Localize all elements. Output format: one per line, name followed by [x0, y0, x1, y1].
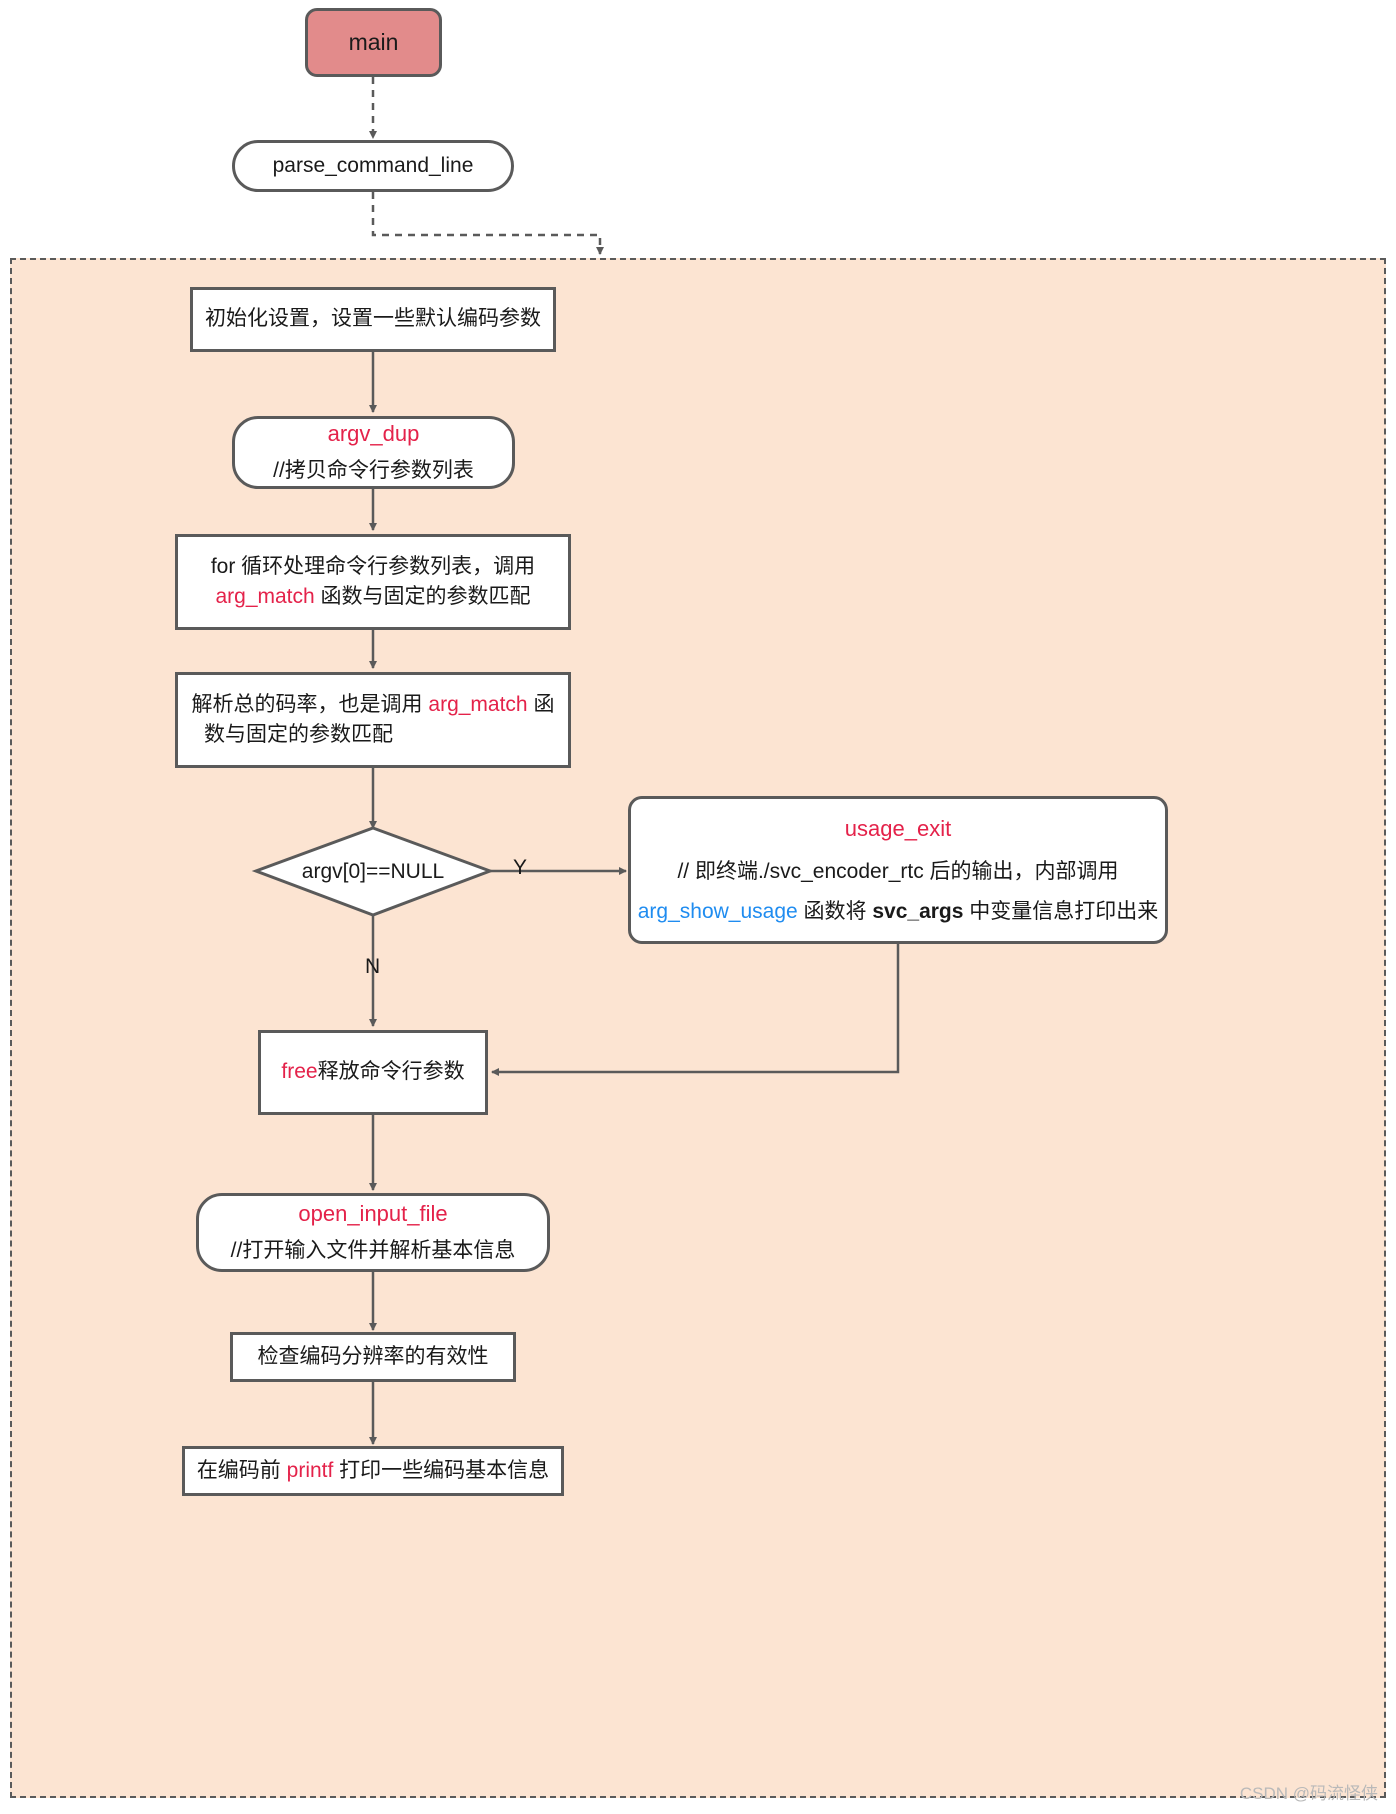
node-printf-info-post: 打印一些编码基本信息: [333, 1458, 550, 1482]
node-open-input-file-comment: //打开输入文件并解析基本信息: [230, 1239, 516, 1263]
node-printf-info-pre: 在编码前: [196, 1458, 287, 1482]
node-main[interactable]: main: [305, 8, 442, 77]
node-parse-bitrate[interactable]: 解析总的码率，也是调用 arg_match 函 数与固定的参数匹配: [175, 672, 571, 768]
node-usage-exit[interactable]: usage_exit // 即终端./svc_encoder_rtc 后的输出，…: [628, 796, 1168, 944]
fn-printf: printf: [286, 1458, 334, 1482]
edge-label-yes: Y: [513, 856, 528, 879]
node-usage-exit-svc-args: svc_args: [872, 899, 964, 923]
node-check-resolution[interactable]: 检查编码分辨率的有效性: [230, 1332, 516, 1382]
node-printf-info-text: 在编码前 printf 打印一些编码基本信息: [197, 1456, 549, 1486]
watermark: CSDN @码流怪侠: [1239, 1784, 1378, 1803]
node-open-input-file[interactable]: open_input_file //打开输入文件并解析基本信息: [196, 1193, 550, 1272]
node-free-args-rest: 释放命令行参数: [317, 1060, 465, 1084]
fn-free: free: [281, 1060, 318, 1084]
parse-command-line-group: [10, 258, 1386, 1798]
node-argv-dup-comment: //拷贝命令行参数列表: [273, 459, 474, 483]
node-open-input-file-title: open_input_file: [298, 1201, 448, 1227]
node-argv-dup[interactable]: argv_dup //拷贝命令行参数列表: [232, 416, 515, 489]
edge-parse-to-group: [371, 192, 604, 255]
node-usage-exit-line2-end: 中变量信息打印出来: [963, 899, 1159, 923]
node-init-settings-label: 初始化设置，设置一些默认编码参数: [205, 307, 541, 331]
node-argv-dup-title: argv_dup: [327, 421, 420, 447]
node-main-label: main: [348, 28, 399, 55]
fn-arg-match-1: arg_match: [215, 585, 315, 608]
node-free-args-text: free释放命令行参数: [281, 1057, 464, 1087]
node-usage-exit-line2: arg_show_usage 函数将 svc_args 中变量信息打印出来: [638, 897, 1159, 927]
node-parse-bitrate-line2: 数与固定的参数匹配: [204, 723, 393, 746]
node-parse-command-line-label: parse_command_line: [272, 153, 474, 177]
fn-arg-show-usage: arg_show_usage: [637, 899, 798, 923]
edge-label-no: N: [365, 955, 381, 978]
node-parse-bitrate-line1-b: 函: [527, 692, 555, 716]
node-for-loop[interactable]: for 循环处理命令行参数列表，调用 arg_match 函数与固定的参数匹配: [175, 534, 571, 630]
node-usage-exit-line1: // 即终端./svc_encoder_rtc 后的输出，内部调用: [677, 859, 1119, 883]
node-for-loop-line1: for 循环处理命令行参数列表，调用: [210, 554, 536, 578]
fn-arg-match-2: arg_match: [428, 692, 528, 716]
node-free-args[interactable]: free释放命令行参数: [258, 1030, 488, 1115]
node-for-loop-line2-rest: 函数与固定的参数匹配: [314, 585, 531, 608]
node-init-settings[interactable]: 初始化设置，设置一些默认编码参数: [190, 287, 556, 352]
node-usage-exit-line2-mid: 函数将: [797, 899, 873, 923]
node-usage-exit-title: usage_exit: [844, 815, 952, 841]
node-for-loop-line2: arg_match 函数与固定的参数匹配: [215, 582, 530, 612]
node-check-resolution-label: 检查编码分辨率的有效性: [257, 1344, 489, 1368]
node-parse-bitrate-line1: 解析总的码率，也是调用 arg_match 函: [192, 690, 555, 720]
node-decision-label: argv[0]==NULL: [301, 859, 445, 883]
node-parse-command-line[interactable]: parse_command_line: [232, 140, 514, 192]
node-decision-argv0-null[interactable]: argv[0]==NULL: [256, 828, 490, 915]
node-parse-bitrate-line1-a: 解析总的码率，也是调用: [191, 692, 429, 716]
node-printf-info[interactable]: 在编码前 printf 打印一些编码基本信息: [182, 1446, 564, 1496]
